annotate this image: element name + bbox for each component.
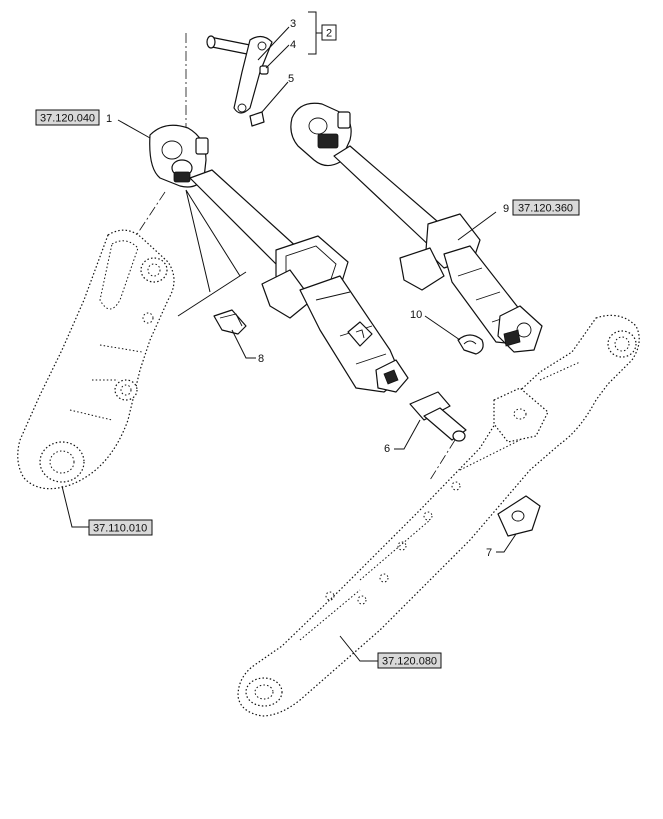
leader-lines: [61, 11, 517, 662]
ref-box-lower-link: 37.120.080: [377, 652, 442, 669]
callout-3: 3: [290, 18, 296, 30]
ref-label-top-link: 37.120.040: [40, 113, 95, 125]
callout-1: 1: [106, 113, 112, 125]
callout-5: 5: [288, 73, 294, 85]
callout-box-2: 2: [321, 24, 337, 41]
callout-9: 9: [503, 203, 509, 215]
pin-and-plate-part: [206, 35, 273, 127]
linch-pin-part: [457, 334, 484, 355]
ref-label-top-link-alt: 37.120.360: [518, 203, 573, 215]
callout-8: 8: [258, 353, 264, 365]
ref-box-top-link-alt: 37.120.360: [512, 199, 580, 216]
top-link-alt-part: [290, 102, 543, 353]
callout-10: 10: [410, 309, 422, 321]
ref-label-lift-arm: 37.110.010: [93, 523, 147, 535]
top-link-part: [149, 124, 409, 393]
ref-label-lower-link: 37.120.080: [382, 656, 437, 668]
pin-part: [409, 391, 467, 442]
ref-box-lift-arm: 37.110.010: [88, 519, 153, 536]
callout-6: 6: [384, 443, 390, 455]
ref-box-top-link: 37.120.040: [35, 109, 100, 126]
callout-4: 4: [290, 39, 296, 51]
callout-2: 2: [326, 28, 332, 40]
lower-link-part: [237, 314, 640, 717]
lift-arm-part: [17, 229, 175, 490]
clip-part: [213, 309, 247, 335]
callout-7: 7: [486, 547, 492, 559]
plate-part: [497, 495, 541, 537]
callout-numbers: 1 3 4 5 6 7 8 9 10: [106, 18, 509, 559]
